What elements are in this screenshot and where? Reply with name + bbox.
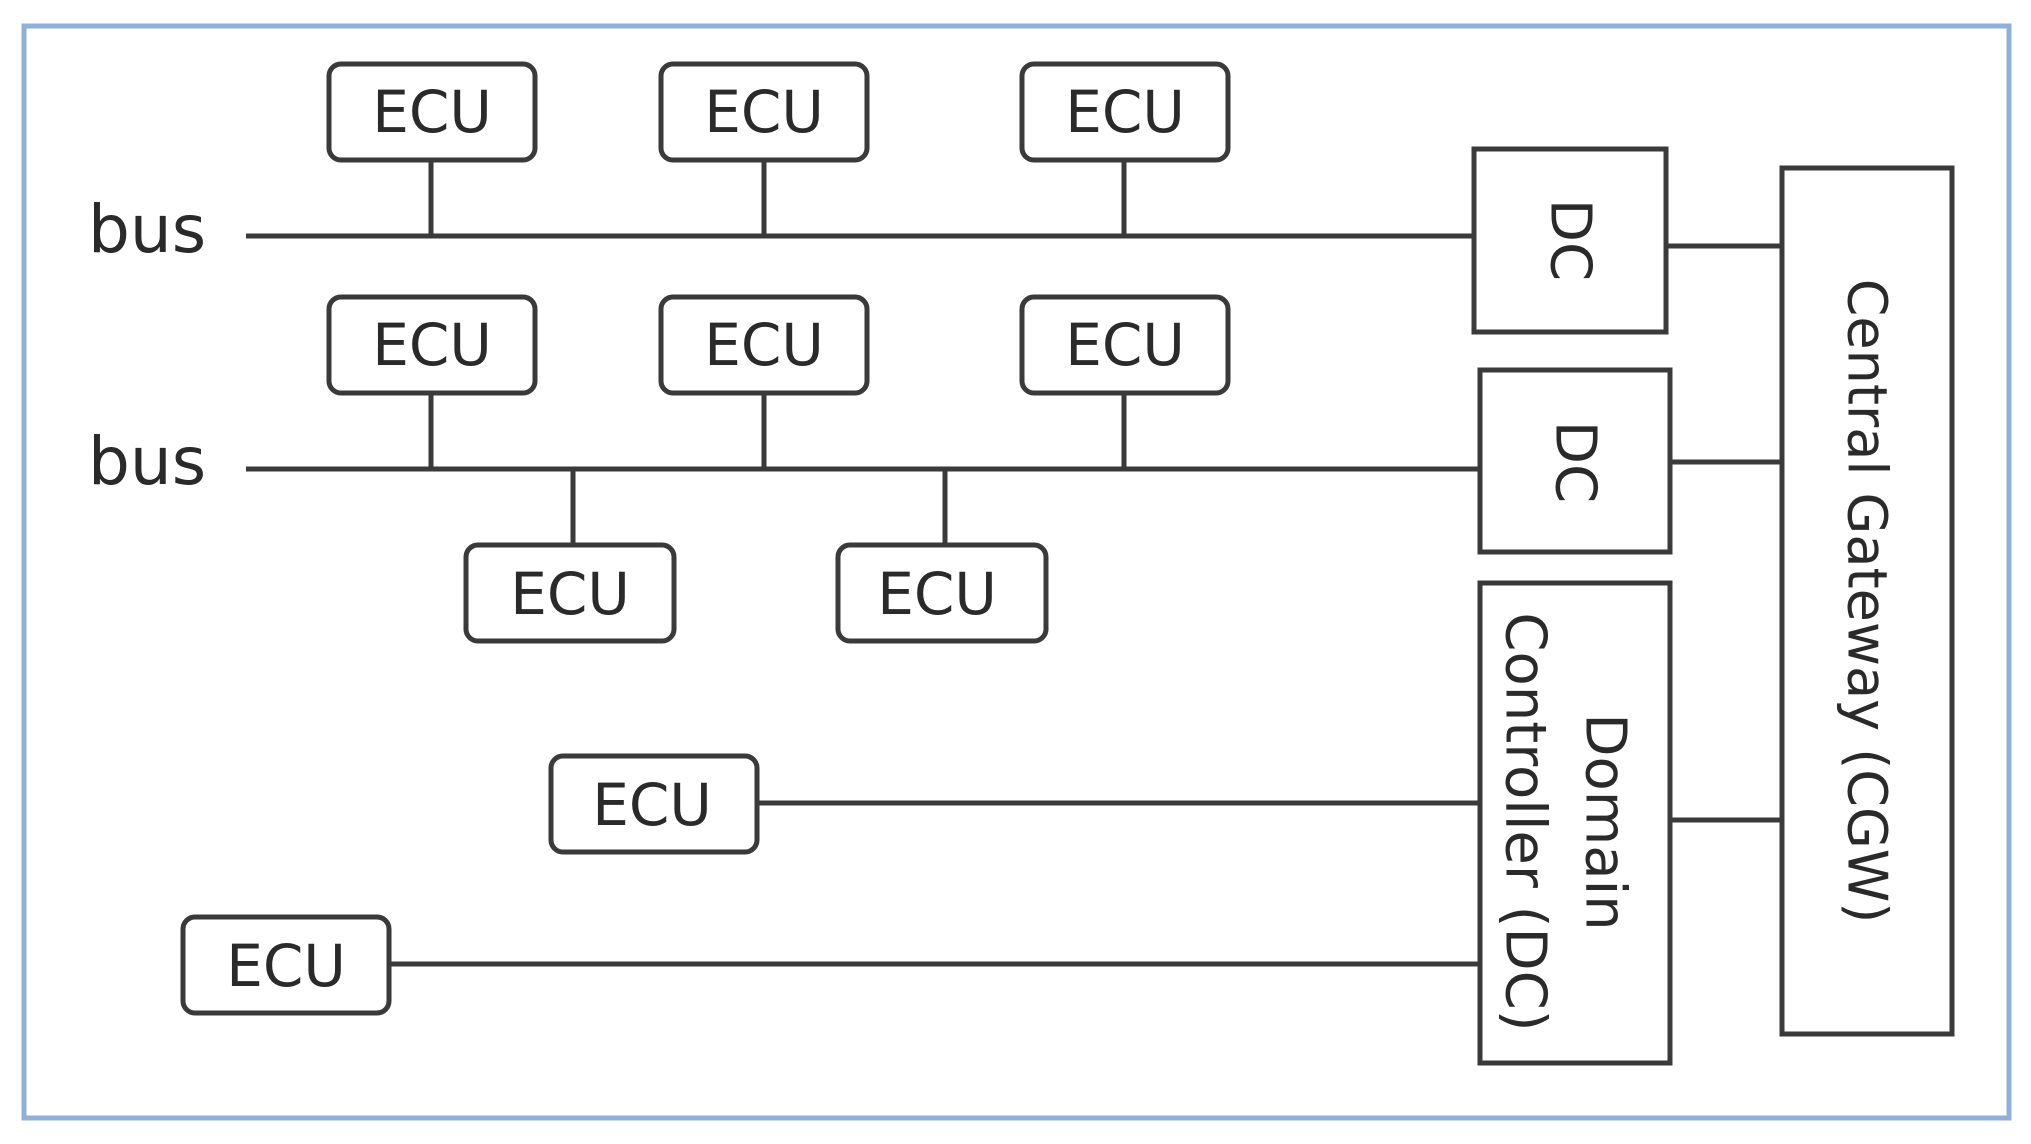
bus2-dc: DC — [1477, 367, 1673, 555]
bus1-ecu-1: ECU — [326, 61, 538, 236]
svg-text:ECU: ECU — [510, 560, 630, 628]
bus2-ecu-top-1: ECU — [326, 294, 538, 469]
svg-text:ECU: ECU — [372, 311, 492, 379]
svg-text:DC: DC — [1538, 199, 1603, 281]
svg-text:ECU: ECU — [372, 78, 492, 146]
svg-text:ECU: ECU — [1065, 78, 1185, 146]
svg-text:DC: DC — [1543, 421, 1608, 503]
svg-text:Domain: Domain — [1573, 713, 1638, 930]
svg-text:ECU: ECU — [704, 311, 824, 379]
bus-label-2: bus — [88, 423, 206, 500]
svg-text:ECU: ECU — [592, 771, 712, 839]
svg-text:ECU: ECU — [877, 560, 997, 628]
bus1-ecu-3: ECU — [1019, 61, 1231, 236]
bus2-ecu-top-3: ECU — [1019, 294, 1231, 469]
domain-controller: Domain Controller (DC) — [1477, 580, 1673, 1066]
bus-label-1: bus — [88, 191, 206, 268]
svg-text:Central Gateway (CGW): Central Gateway (CGW) — [1836, 279, 1899, 924]
central-gateway: Central Gateway (CGW) — [1779, 165, 1955, 1037]
svg-text:ECU: ECU — [1065, 311, 1185, 379]
bus1-ecu-2: ECU — [658, 61, 870, 236]
direct-ecu-1: ECU — [548, 753, 760, 855]
svg-text:ECU: ECU — [226, 932, 346, 1000]
bus2-ecu-bottom-2: ECU — [835, 469, 1049, 644]
bus2-ecu-bottom-1: ECU — [463, 469, 677, 644]
svg-text:Controller (DC): Controller (DC) — [1493, 612, 1558, 1031]
bus2-ecu-top-2: ECU — [658, 294, 870, 469]
direct-ecu-2: ECU — [180, 914, 392, 1016]
bus1-dc: DC — [1471, 146, 1669, 335]
svg-text:ECU: ECU — [704, 78, 824, 146]
